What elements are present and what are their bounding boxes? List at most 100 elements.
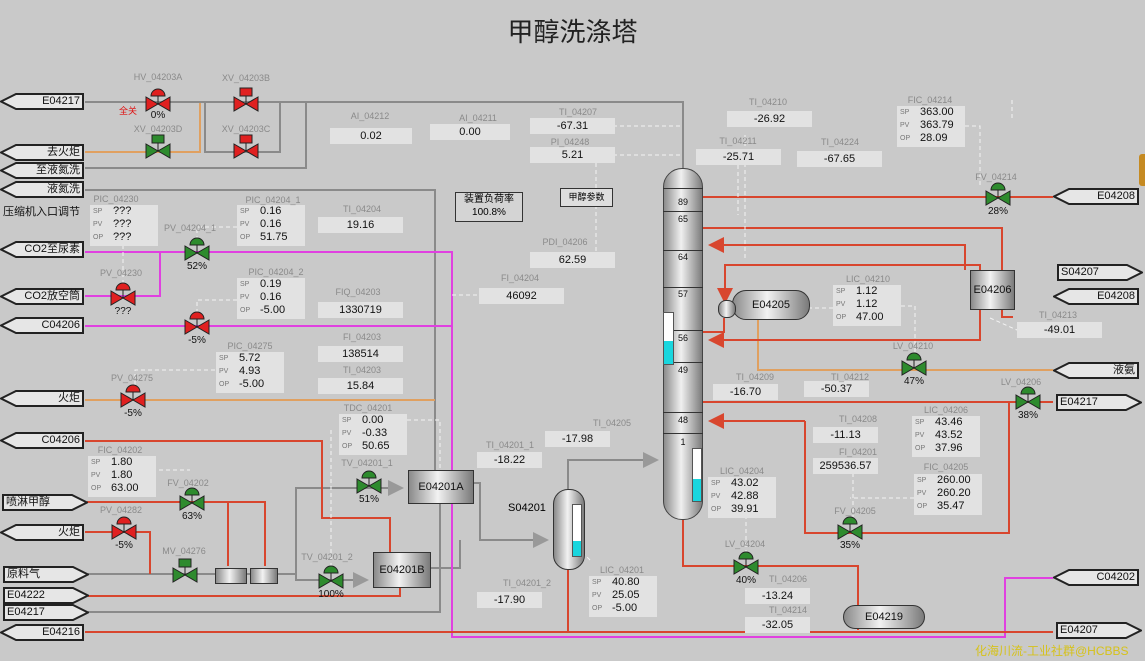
offpage-connector[interactable]: 去火炬 bbox=[0, 144, 84, 161]
control-valve-icon[interactable] bbox=[835, 515, 865, 541]
solenoid-valve-icon[interactable] bbox=[143, 134, 173, 160]
offpage-connector[interactable]: C04202 bbox=[1053, 569, 1139, 586]
offpage-connector[interactable]: S04207 bbox=[1057, 264, 1143, 281]
indicator-value[interactable]: -49.01 bbox=[1017, 322, 1102, 338]
offpage-connector[interactable]: E04222 bbox=[3, 587, 89, 604]
indicator-value[interactable]: 138514 bbox=[318, 346, 403, 362]
indicator-value[interactable]: 46092 bbox=[479, 288, 564, 304]
valve-tag: PV_04230 bbox=[99, 268, 143, 278]
offpage-connector[interactable]: C04206 bbox=[0, 432, 84, 449]
offpage-connector[interactable]: E04216 bbox=[0, 624, 84, 641]
indicator-value[interactable]: 62.59 bbox=[530, 252, 615, 268]
offpage-connector[interactable]: E04217 bbox=[0, 93, 84, 110]
valve-opening: 38% bbox=[1017, 410, 1039, 421]
e04201a-equipment[interactable]: E04201A bbox=[408, 470, 474, 504]
control-valve-icon[interactable] bbox=[899, 351, 929, 377]
indicator-value[interactable]: 259536.57 bbox=[813, 458, 878, 474]
offpage-connector[interactable]: CO2放空筒 bbox=[0, 288, 84, 305]
offpage-connector[interactable]: E04217 bbox=[1056, 394, 1142, 411]
op-value: 51.75 bbox=[260, 231, 288, 243]
indicator-value[interactable]: -11.13 bbox=[813, 427, 878, 443]
offpage-connector[interactable]: 至液氮洗 bbox=[0, 162, 84, 179]
offpage-connector[interactable]: E04208 bbox=[1053, 288, 1139, 305]
control-valve-icon[interactable] bbox=[182, 236, 212, 262]
indicator-value[interactable]: -50.37 bbox=[804, 381, 869, 397]
solenoid-valve-icon[interactable] bbox=[231, 134, 261, 160]
valve-opening: ??? bbox=[114, 306, 132, 317]
offpage-connector[interactable]: 火炬 bbox=[0, 390, 84, 407]
e04206-equipment[interactable]: E04206 bbox=[970, 270, 1015, 310]
indicator-value[interactable]: -25.71 bbox=[696, 149, 781, 165]
offpage-connector[interactable]: E04208 bbox=[1053, 188, 1139, 205]
control-valve-icon[interactable] bbox=[108, 281, 138, 307]
indicator-tag: TI_04224 bbox=[820, 137, 860, 147]
op-label: OP bbox=[900, 135, 911, 142]
offpage-connector[interactable]: 原料气 bbox=[3, 566, 89, 583]
control-valve-icon[interactable] bbox=[182, 310, 212, 336]
indicator-value[interactable]: 0.00 bbox=[430, 124, 510, 140]
indicator-value[interactable]: 19.16 bbox=[318, 217, 403, 233]
valve-opening: -5% bbox=[115, 540, 133, 551]
control-valve-icon[interactable] bbox=[143, 87, 173, 113]
indicator-value[interactable]: -67.31 bbox=[530, 118, 615, 134]
indicator-value[interactable]: -32.05 bbox=[745, 617, 810, 633]
indicator-value[interactable]: -26.92 bbox=[727, 111, 812, 127]
control-valve-icon[interactable] bbox=[109, 515, 139, 541]
control-valve-icon[interactable] bbox=[983, 181, 1013, 207]
control-valve-icon[interactable] bbox=[316, 564, 346, 590]
control-valve-icon[interactable] bbox=[177, 486, 207, 512]
offpage-connector[interactable]: C04206 bbox=[0, 317, 84, 334]
e04219-equipment[interactable]: E04219 bbox=[843, 605, 925, 629]
sp-value: 43.02 bbox=[731, 477, 759, 489]
indicator-value[interactable]: -18.22 bbox=[477, 452, 542, 468]
solenoid-valve-icon[interactable] bbox=[231, 87, 261, 113]
offpage-connector[interactable]: 火炬 bbox=[0, 524, 84, 541]
control-valve-icon[interactable] bbox=[354, 469, 384, 495]
op-label: OP bbox=[917, 503, 928, 510]
indicator-value[interactable]: 0.02 bbox=[330, 128, 412, 144]
indicator-value[interactable]: -16.70 bbox=[713, 384, 778, 400]
offpage-connector[interactable]: CO2至尿素 bbox=[0, 241, 84, 258]
connector-label: C04206 bbox=[41, 434, 80, 446]
e04205-equipment[interactable]: E04205 bbox=[732, 290, 810, 320]
indicator-value[interactable]: 15.84 bbox=[318, 378, 403, 394]
indicator-tag: PDI_04206 bbox=[542, 237, 588, 247]
indicator-value[interactable]: -13.24 bbox=[745, 588, 810, 604]
e04201b-equipment[interactable]: E04201B bbox=[373, 552, 431, 588]
indicator-value[interactable]: -17.90 bbox=[477, 592, 542, 608]
solenoid-valve-icon[interactable] bbox=[170, 558, 200, 584]
pv-value: 1.12 bbox=[856, 298, 878, 310]
indicator-value[interactable]: 1330719 bbox=[318, 302, 403, 318]
op-label: OP bbox=[711, 506, 722, 513]
offpage-connector[interactable]: 喷淋甲醇 bbox=[2, 494, 88, 511]
indicator-value[interactable]: -17.98 bbox=[545, 431, 610, 447]
side-panel-handle[interactable] bbox=[1139, 154, 1145, 186]
indicator-value[interactable]: 5.21 bbox=[530, 147, 615, 163]
control-valve-icon[interactable] bbox=[1013, 385, 1043, 411]
indicator-tag: PI_04248 bbox=[550, 137, 590, 147]
control-valve-icon[interactable] bbox=[118, 383, 148, 409]
offpage-connector[interactable]: E04217 bbox=[3, 604, 89, 621]
control-valve-icon[interactable] bbox=[731, 550, 761, 576]
methanol-params-button[interactable]: 甲醇参数 bbox=[560, 188, 613, 207]
offpage-connector[interactable]: 液氮洗 bbox=[0, 181, 84, 198]
signal-line bbox=[989, 317, 1018, 331]
indicator-value[interactable]: -67.65 bbox=[797, 151, 882, 167]
offpage-connector[interactable]: E04207 bbox=[1056, 622, 1142, 639]
controller-faceplate[interactable]: SP???PV???OP??? bbox=[90, 205, 158, 246]
indicator-tag: TI_04214 bbox=[768, 605, 808, 615]
offpage-connector[interactable]: 液氨 bbox=[1053, 362, 1139, 379]
